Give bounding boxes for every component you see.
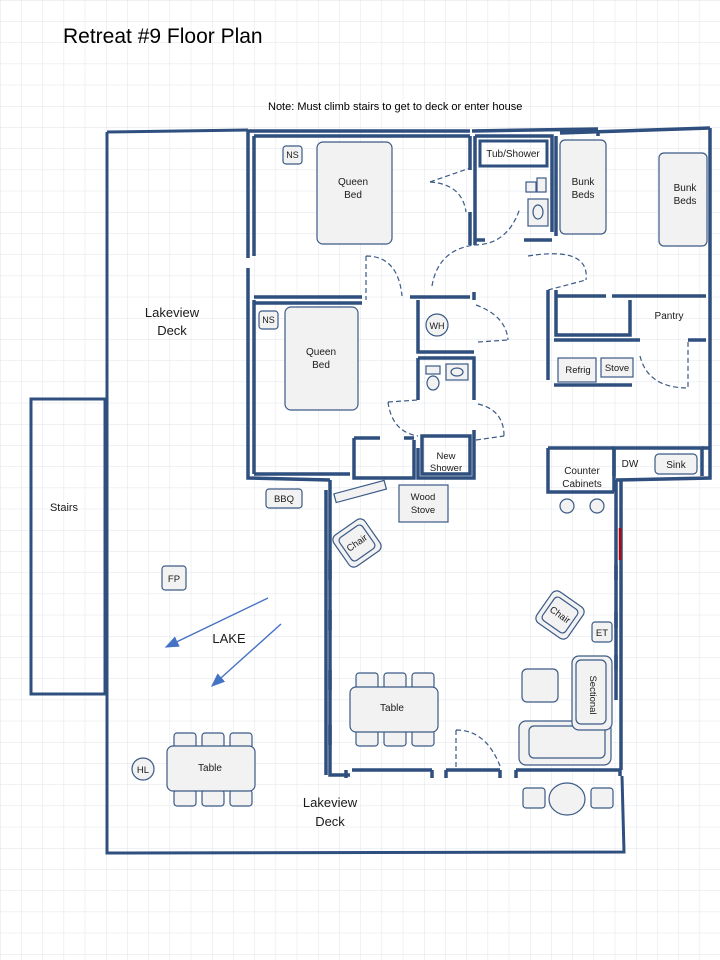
counter-cabinets-line1: Counter: [564, 466, 600, 477]
deck-bottom-line2: Deck: [315, 814, 345, 829]
chair-1: Chair: [332, 518, 382, 568]
dishwasher-label: DW: [622, 459, 639, 470]
nightstand-2: [258, 310, 279, 330]
outdoor-dining-table: [166, 732, 256, 807]
stove: [600, 357, 634, 378]
plan-note: Note: Must climb stairs to get to deck o…: [268, 101, 522, 113]
toilet-2-tank: [425, 365, 441, 375]
heat-lamp: [131, 757, 155, 781]
sectional-sofa: [518, 655, 613, 766]
lake-arrow-1: [164, 597, 269, 648]
fire-pit: [161, 565, 187, 591]
deck-bottom-line1: Lakeview: [303, 795, 358, 810]
sink-1-basin: [532, 204, 544, 220]
heat-lamp-label: HL: [137, 765, 149, 776]
stairs-label: Stairs: [50, 502, 79, 514]
new-shower-line2: Shower: [430, 463, 462, 474]
bunk-beds-1: [559, 139, 607, 235]
bbq: [265, 488, 303, 509]
toilet-2: [426, 375, 440, 391]
refrigerator: [557, 357, 597, 383]
bunk-beds-2: [658, 152, 708, 247]
sectional-label: Sectional: [587, 675, 598, 714]
stove-label: Stove: [605, 363, 629, 374]
end-table: [591, 621, 613, 643]
kitchen-sink: [654, 453, 698, 475]
queen-bed-1: [316, 141, 393, 245]
fire-pit-label: FP: [168, 574, 180, 585]
new-shower-line1: New: [436, 451, 455, 462]
deck-outline: [105, 128, 626, 855]
lake-arrow-2: [210, 623, 282, 687]
bar-stool-1: [559, 498, 575, 514]
pantry-label: Pantry: [655, 311, 684, 322]
nightstand-2-label: NS: [262, 315, 275, 325]
wood-stove: [398, 484, 449, 523]
sink-2-basin: [450, 367, 464, 377]
water-heater-label: WH: [430, 321, 445, 331]
queen-bed-2: [284, 306, 359, 411]
water-heater: [425, 313, 449, 337]
chair-2: Chair: [535, 590, 585, 640]
plan-title: Retreat #9 Floor Plan: [63, 25, 263, 48]
wood-stove-line1: Wood: [411, 492, 436, 503]
nightstand-1-label: NS: [286, 150, 299, 160]
hearth: [333, 479, 388, 504]
bunk-beds-2-line2: Beds: [674, 196, 697, 207]
tub-shower-label: Tub/Shower: [486, 149, 540, 160]
deck-left-line1: Lakeview: [145, 305, 200, 320]
bunk-beds-2-line1: Bunk: [674, 183, 698, 194]
wood-stove-line2: Stove: [411, 505, 435, 516]
queen-bed-1-line1: Queen: [338, 177, 368, 188]
queen-bed-2-line2: Bed: [312, 360, 330, 371]
outdoor-table-label: Table: [198, 763, 222, 774]
lake-label: LAKE: [212, 631, 246, 646]
toilet-1-tank: [536, 177, 547, 193]
toilet-1: [525, 181, 537, 193]
end-table-label: ET: [596, 628, 608, 639]
queen-bed-2-line1: Queen: [306, 347, 336, 358]
deck-chair-2: [590, 787, 614, 809]
stairs: [29, 397, 107, 696]
nightstand-1: [282, 145, 303, 165]
deck-left-line2: Deck: [157, 323, 187, 338]
refrigerator-label: Refrig: [565, 365, 590, 376]
counter-cabinets-line2: Cabinets: [562, 479, 601, 490]
indoor-dining-table: [349, 672, 439, 747]
queen-bed-1-line2: Bed: [344, 190, 362, 201]
kitchen-sink-label: Sink: [666, 460, 686, 471]
bunk-beds-1-line2: Beds: [572, 190, 595, 201]
ottoman: [521, 668, 559, 703]
doors: [365, 167, 689, 770]
deck-chair-1: [522, 787, 546, 809]
deck-round-table: [548, 782, 586, 816]
house-walls: [246, 126, 712, 778]
bunk-beds-1-line1: Bunk: [572, 177, 596, 188]
bar-stool-2: [589, 498, 605, 514]
indoor-table-label: Table: [380, 703, 404, 714]
bbq-label: BBQ: [274, 494, 294, 505]
